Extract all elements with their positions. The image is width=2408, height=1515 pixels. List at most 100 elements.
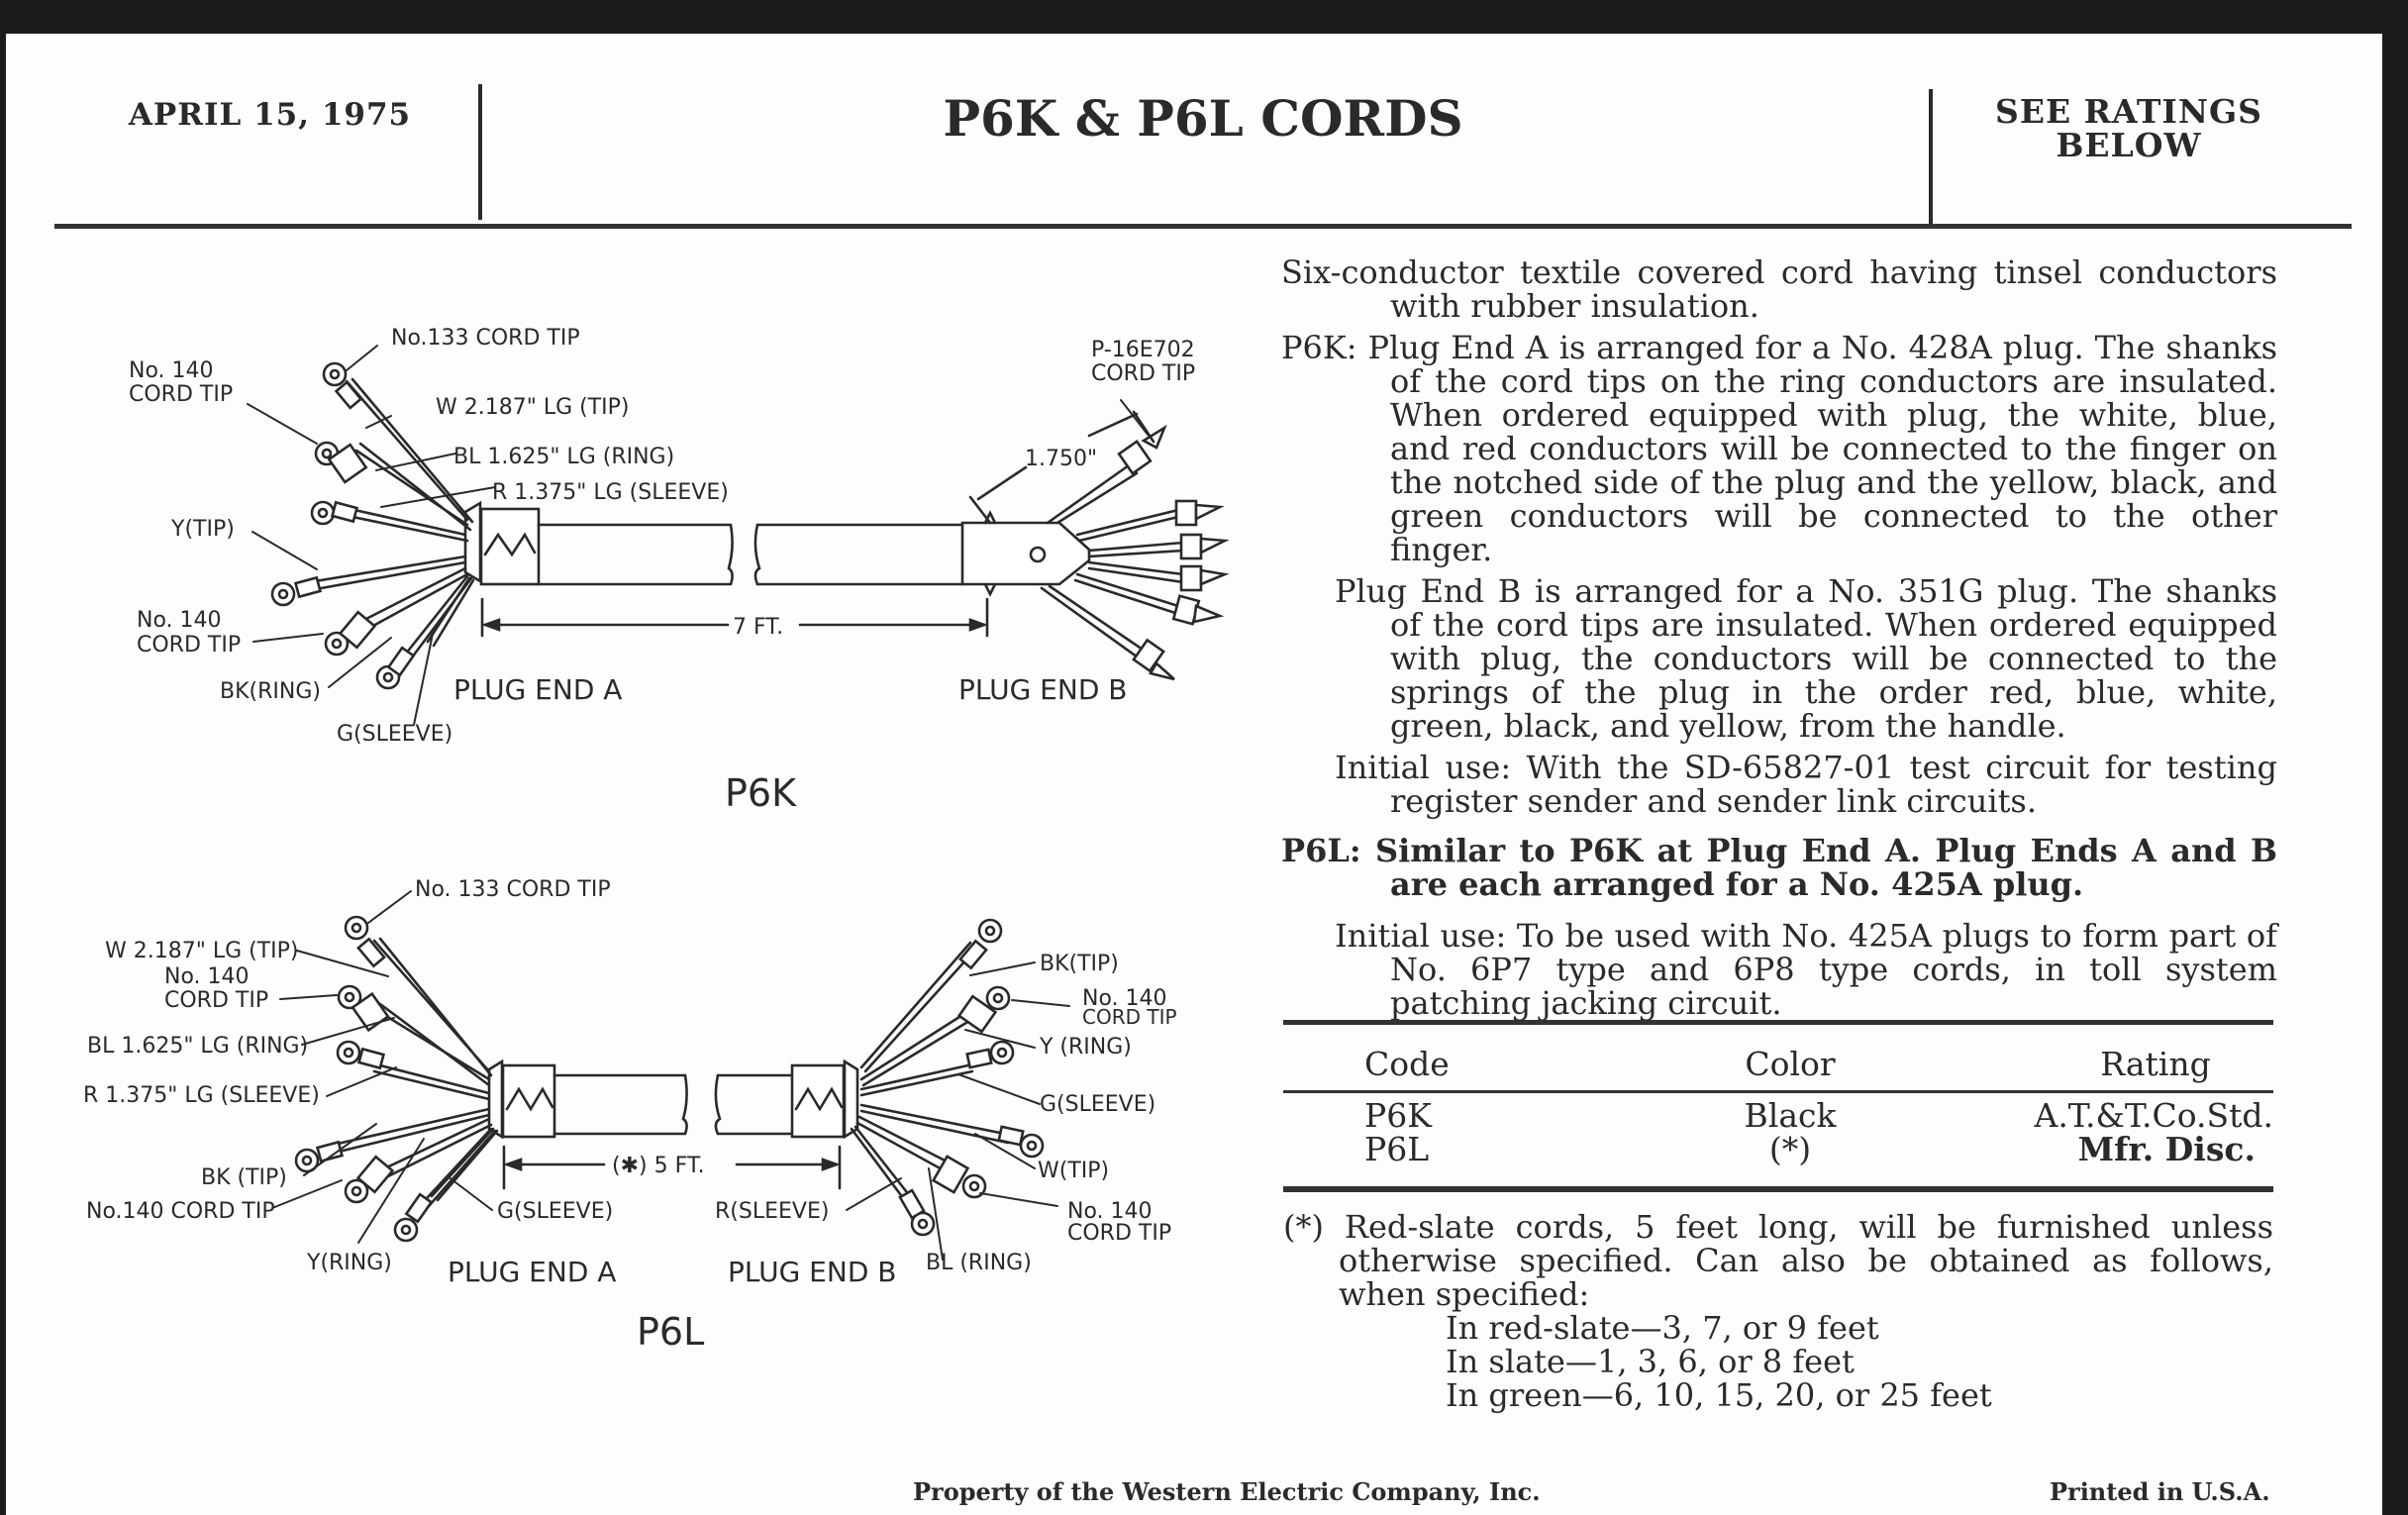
p6l-paragraph: P6L: Similar to P6K at Plug End A. Plug … <box>1281 832 2278 903</box>
intro-paragraph: Six-conductor textile covered cord havin… <box>1281 253 2277 325</box>
header-divider-right <box>1929 89 1933 228</box>
header-divider-left <box>478 84 482 220</box>
p6l-b-label-y-ring: Y (RING) <box>1039 1035 1132 1060</box>
ratings-table-body: P6K Black A.T.&T.Co.Std. P6L (*) Mfr. Di… <box>1283 1099 2273 1166</box>
footnote-text: (*) Red-slate cords, 5 feet long, will b… <box>1230 1210 2273 1311</box>
table-row: P6K Black A.T.&T.Co.Std. <box>1283 1099 2273 1133</box>
p6k-label-y-tip: Y(TIP) <box>170 517 235 542</box>
header-rule <box>54 224 2352 229</box>
p6k-cord-body-a <box>537 523 734 586</box>
p6k-end-b-paragraph: Plug End B is arranged for a No. 351G pl… <box>1335 572 2277 745</box>
p6l-a-label-no140-bot: No.140 CORD TIP <box>86 1199 275 1224</box>
ratings-note-line1: SEE RATINGS <box>1994 92 2263 131</box>
p6k-label-p16e702-2: CORD TIP <box>1091 361 1195 386</box>
p6k-diagram <box>247 345 1230 726</box>
p6l-a-label-bk-tip: BK (TIP) <box>201 1165 287 1190</box>
table-top-rule <box>1283 1020 2273 1025</box>
issue-date: APRIL 15, 1975 <box>128 97 412 133</box>
p6k-label-w-tip: W 2.187" LG (TIP) <box>436 395 630 420</box>
footnote-option: In red-slate—3, 7, or 9 feet <box>1446 1309 1879 1347</box>
p6l-b-label-no140-bot-2: CORD TIP <box>1067 1221 1171 1246</box>
p6k-diagram-title: P6K <box>725 771 797 815</box>
description: Six-conductor textile covered cord havin… <box>1281 255 2277 1028</box>
p6k-label-no140-top-1: No. 140 <box>129 358 214 383</box>
row-p6k-code: P6K <box>1364 1096 1432 1135</box>
p6l-b-label-w-tip: W(TIP) <box>1038 1159 1109 1183</box>
p6k-plug-a-zigzag <box>483 532 537 557</box>
table-mid-rule <box>1283 1090 2273 1093</box>
table-header-row: Code Color Rating <box>1283 1038 2273 1089</box>
p6l-text: Similar to P6K at Plug End A. Plug Ends … <box>1375 832 2278 903</box>
p6l-diagram <box>271 890 1070 1261</box>
footnote-option: In green—6, 10, 15, 20, or 25 feet <box>1446 1376 1992 1414</box>
p6l-cord-break <box>714 1073 722 1136</box>
p6l-b-label-no140-bot-1: No. 140 <box>1067 1199 1153 1224</box>
row-p6l-rating: Mfr. Disc. <box>2077 1130 2256 1168</box>
p6l-b-label-g-sleeve: G(SLEEVE) <box>1040 1092 1155 1117</box>
table-row: P6L (*) Mfr. Disc. <box>1283 1133 2273 1166</box>
p6l-a-label-no140-1: No. 140 <box>164 964 250 989</box>
p6k-wires-end-a <box>270 361 475 690</box>
p6l-wires-end-b <box>850 918 1045 1237</box>
table-bottom-rule <box>1283 1186 2273 1192</box>
ratings-table: Code Color Rating <box>1283 1038 2273 1089</box>
p6k-label-g-sleeve: G(SLEEVE) <box>337 722 452 747</box>
cord-diagrams: No.133 CORD TIP No. 140 CORD TIP W 2.187… <box>83 326 1230 1354</box>
footer-printed: Printed in U.S.A. <box>2050 1477 2270 1506</box>
p6k-initial-use: Initial use: With the SD-65827-01 test c… <box>1335 749 2277 820</box>
p6k-label-no133: No.133 CORD TIP <box>391 326 580 351</box>
p6k-label-p16e702-1: P-16E702 <box>1091 338 1195 362</box>
p6k-cord-body-b <box>755 523 964 586</box>
p6k-label-plug-end-a: PLUG END A <box>453 673 622 706</box>
p6k-plug-b-body <box>960 521 1091 586</box>
p6l-wires-end-a <box>294 915 499 1243</box>
p6l-b-label-bk-tip: BK(TIP) <box>1040 952 1119 976</box>
p6l-label-length: (✱) 5 FT. <box>612 1154 705 1178</box>
p6k-leaders <box>247 345 1150 726</box>
p6l-a-label-w-tip: W 2.187" LG (TIP) <box>105 939 299 963</box>
p6k-paragraph: P6K: Plug End A is arranged for a No. 42… <box>1281 331 2277 566</box>
footnote: (*) Red-slate cords, 5 feet long, will b… <box>1283 1210 2273 1412</box>
p6l-b-label-no140-top-1: No. 140 <box>1082 986 1167 1011</box>
p6k-tip-dim-line <box>976 412 1139 501</box>
p6l-a-label-no140-2: CORD TIP <box>164 988 268 1013</box>
row-p6l-color: (*) <box>1768 1130 1812 1168</box>
p6k-label-bl-ring: BL 1.625" LG (RING) <box>453 445 674 469</box>
footnote-body: Red-slate cords, 5 feet long, will be fu… <box>1339 1208 2274 1313</box>
p6k-label-plug-end-b: PLUG END B <box>958 673 1128 706</box>
ratings-note-line2: BELOW <box>2056 126 2202 164</box>
p6k-label-length: 7 FT. <box>733 615 783 640</box>
p6l-a-label-g-sleeve: G(SLEEVE) <box>497 1199 613 1224</box>
p6l-a-label-y-ring: Y(RING) <box>306 1251 392 1275</box>
document-page <box>6 34 2382 1515</box>
p6l-label: P6L: <box>1281 832 1361 869</box>
p6k-label-no140-bot-1: No. 140 <box>137 608 222 633</box>
p6k-label-no140-bot-2: CORD TIP <box>137 633 241 657</box>
p6k-dim-ticks <box>480 597 989 638</box>
p6k-label-bk-ring: BK(RING) <box>220 679 321 704</box>
row-p6k-rating: A.T.&T.Co.Std. <box>2034 1096 2273 1135</box>
p6k-label-no140-top-2: CORD TIP <box>129 382 233 407</box>
p6l-initial-use: Initial use: To be used with No. 425A pl… <box>1335 917 2277 1022</box>
p6k-cord-break <box>753 523 761 586</box>
p6k-label-tip-length: 1.750" <box>1025 447 1097 471</box>
row-p6l-code: P6L <box>1364 1130 1430 1168</box>
header-rating: Rating <box>2100 1044 2211 1083</box>
p6l-a-label-bl-ring: BL 1.625" LG (RING) <box>87 1034 308 1059</box>
footer-property: Property of the Western Electric Company… <box>913 1477 1541 1506</box>
p6k-end-a-text: Plug End A is arranged for a No. 428A pl… <box>1367 329 2278 568</box>
p6k-label: P6K: <box>1281 329 1357 366</box>
p6l-label-plug-end-a: PLUG END A <box>448 1256 616 1288</box>
p6l-b-label-no140-top-2: CORD TIP <box>1082 1005 1177 1029</box>
p6k-labels: No.133 CORD TIP No. 140 CORD TIP W 2.187… <box>129 326 1195 815</box>
ratings-note: SEE RATINGS BELOW <box>1931 95 2327 162</box>
p6l-label-plug-end-b: PLUG END B <box>728 1256 897 1288</box>
p6k-wires-end-b <box>1040 424 1230 681</box>
header-code: Code <box>1364 1044 1450 1083</box>
footnote-marker: (*) <box>1283 1208 1324 1246</box>
p6l-diagram-title: P6L <box>637 1310 704 1354</box>
p6l-a-label-r-sleeve: R 1.375" LG (SLEEVE) <box>83 1083 320 1108</box>
p6l-leaders <box>271 890 1070 1261</box>
page-title: P6K & P6L CORDS <box>943 89 1463 148</box>
p6l-labels: No. 133 CORD TIP W 2.187" LG (TIP) No. 1… <box>83 877 1177 1354</box>
